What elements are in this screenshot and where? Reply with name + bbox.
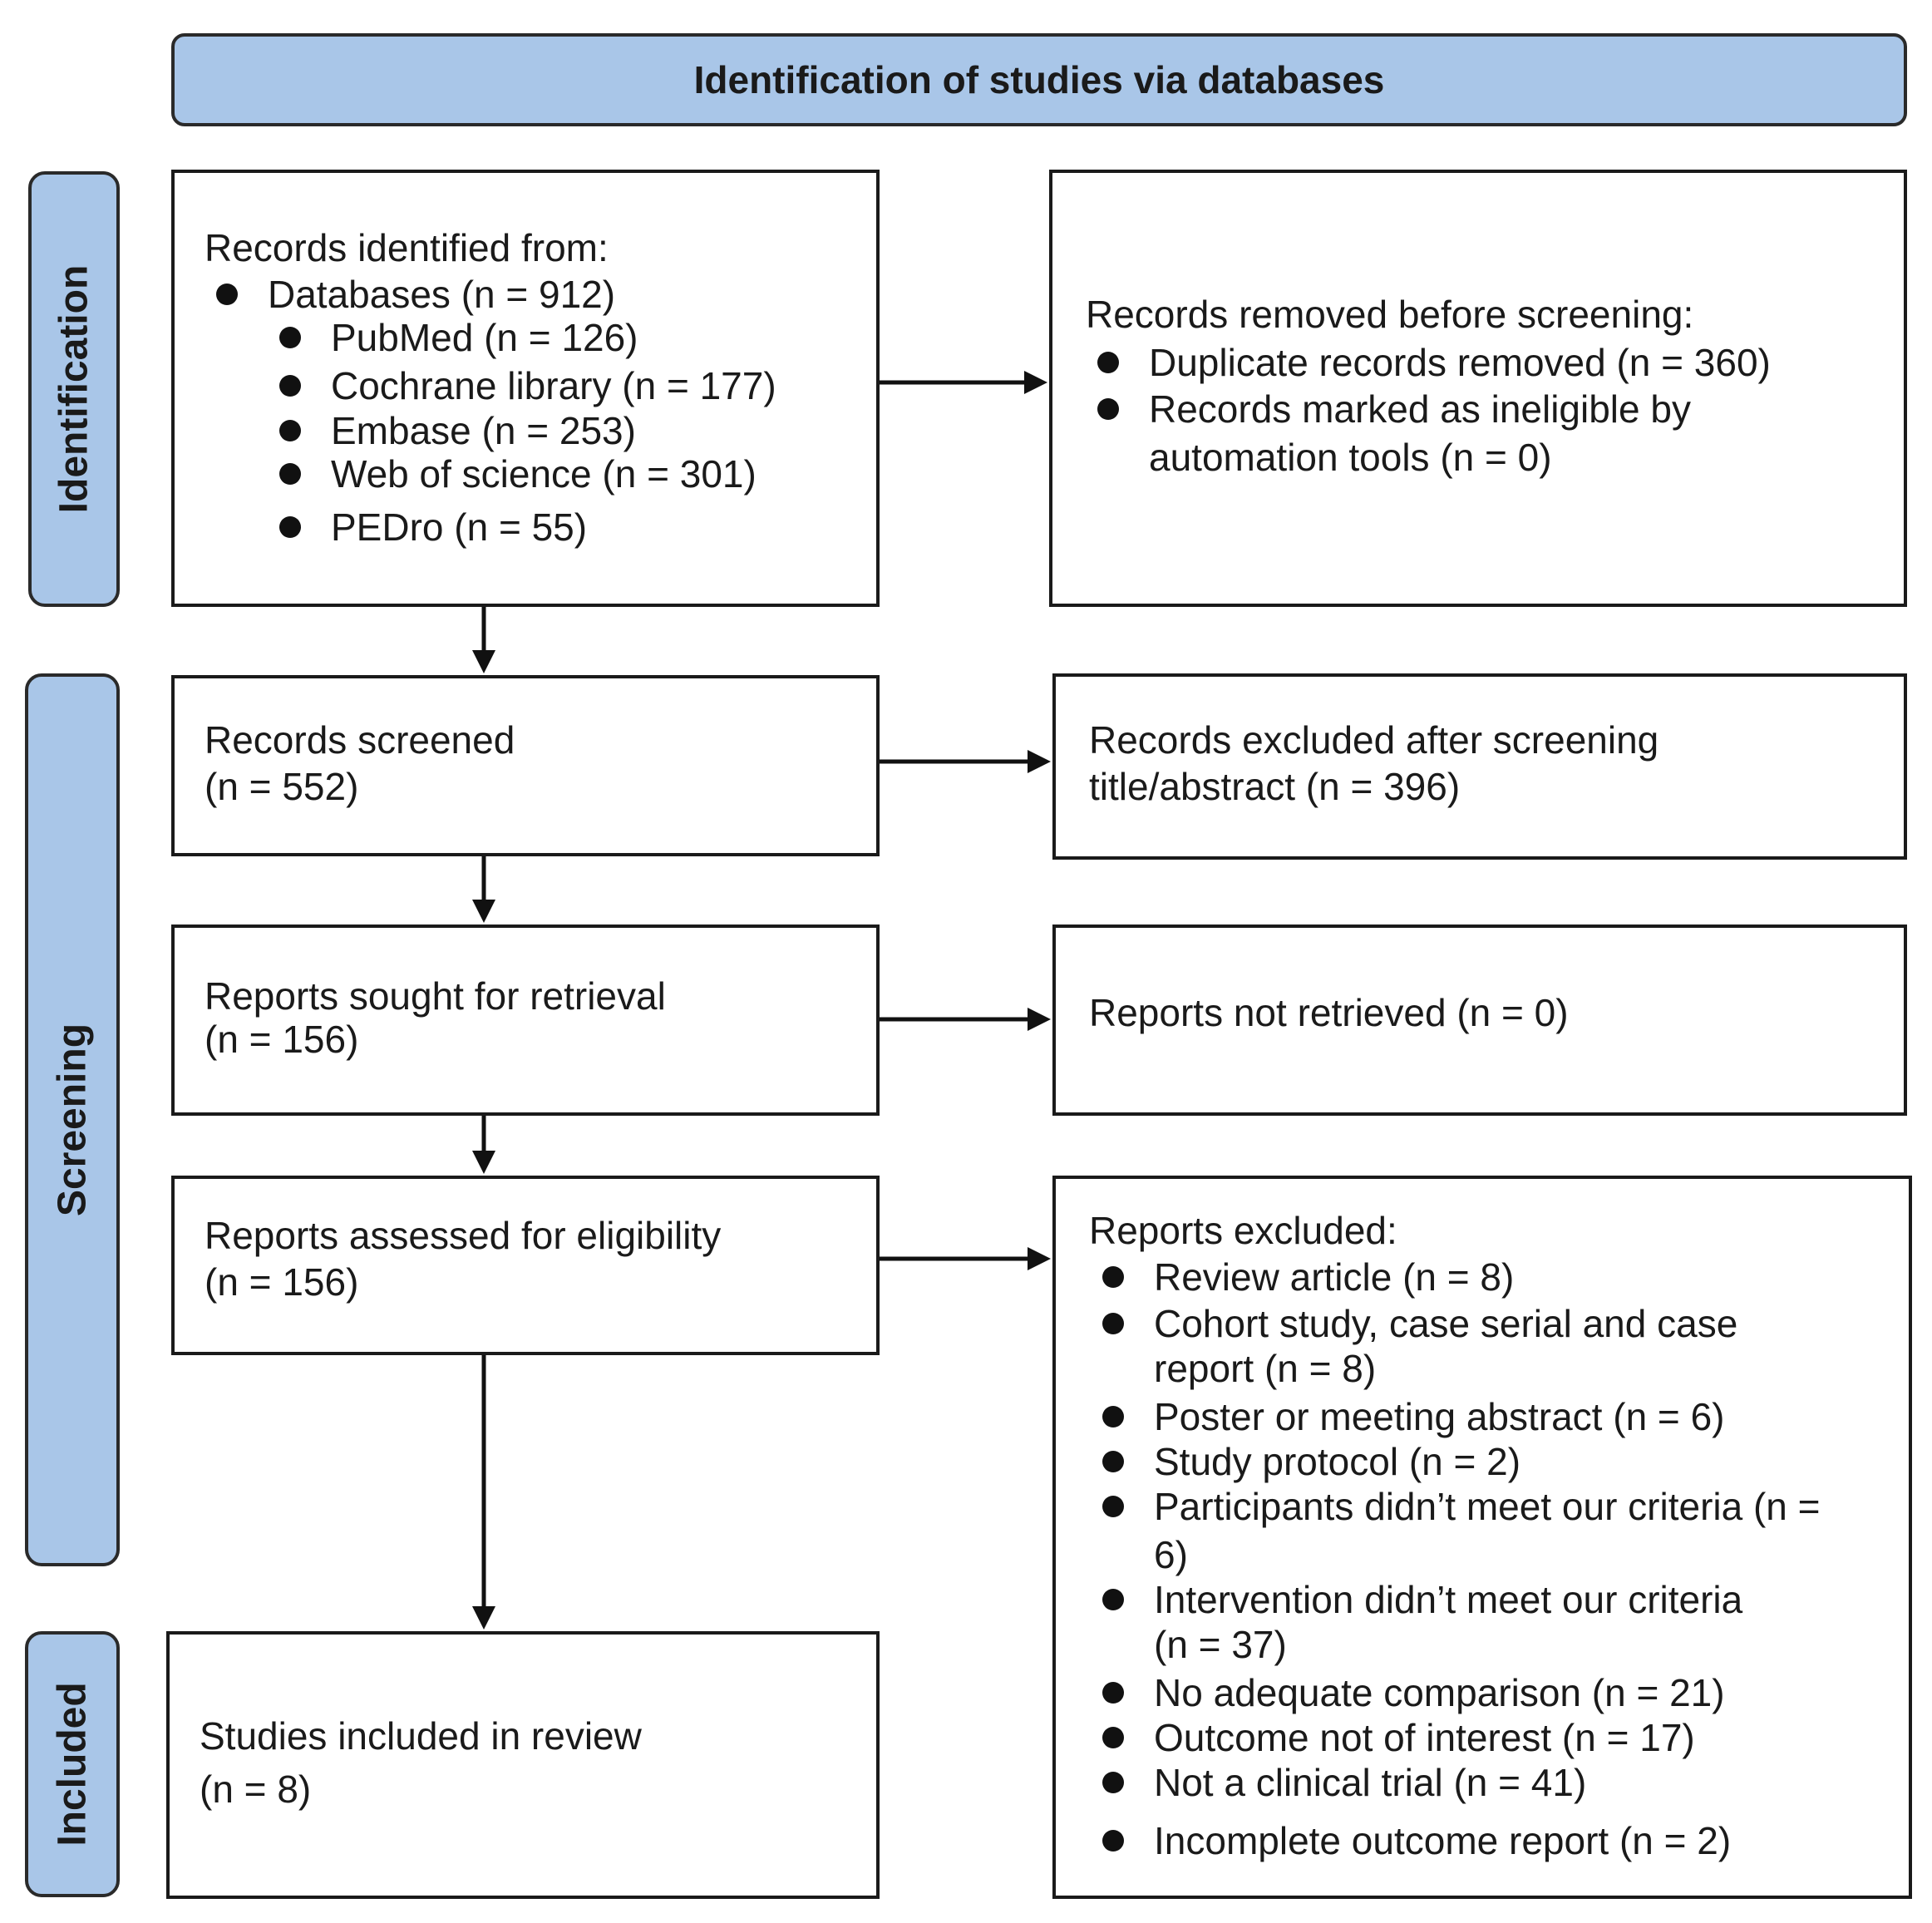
records-screened-box — [171, 675, 880, 856]
studies-included-box — [166, 1631, 880, 1899]
excluded-item-poster: Poster or meeting abstract (n = 6) — [1102, 1395, 1725, 1438]
studies-included-label: Studies included in review — [200, 1714, 642, 1758]
records-removed-heading: Records removed before screening: — [1086, 293, 1694, 336]
arrowhead-down-2 — [472, 900, 495, 923]
source-item-web-of-science: Web of science (n = 301) — [279, 452, 757, 496]
excluded-item-protocol: Study protocol (n = 2) — [1102, 1440, 1521, 1483]
arrowhead-down-1 — [472, 650, 495, 673]
excluded-item-intervention-cont: (n = 37) — [1154, 1623, 1287, 1666]
reports-sought-count: (n = 156) — [205, 1018, 359, 1061]
reports-not-retrieved-label: Reports not retrieved (n = 0) — [1089, 991, 1569, 1034]
databases-item: Databases (n = 912) — [215, 273, 616, 316]
records-excluded-box — [1052, 673, 1907, 860]
arrowhead-down-4 — [472, 1606, 495, 1630]
source-item-embase: Embase (n = 253) — [279, 409, 636, 452]
excluded-item-review: Review article (n = 8) — [1102, 1255, 1515, 1299]
phase-screening: Screening — [25, 673, 120, 1566]
source-item-cochrane: Cochrane library (n = 177) — [279, 364, 776, 407]
reports-assessed-count: (n = 156) — [205, 1260, 359, 1304]
header-title: Identification of studies via databases — [693, 58, 1385, 101]
records-excluded-count: title/abstract (n = 396) — [1089, 765, 1461, 808]
header-bar: Identification of studies via databases — [171, 33, 1907, 126]
reports-assessed-label: Reports assessed for eligibility — [205, 1214, 722, 1257]
studies-included-count: (n = 8) — [200, 1768, 312, 1811]
excluded-item-comparison: No adequate comparison (n = 21) — [1102, 1671, 1725, 1714]
source-item-pedro: PEDro (n = 55) — [278, 505, 588, 549]
excluded-item-outcome: Outcome not of interest (n = 17) — [1102, 1716, 1695, 1759]
arrowhead-right-1 — [1024, 371, 1047, 394]
records-removed-box — [1049, 170, 1907, 607]
arrowhead-down-3 — [472, 1151, 495, 1174]
reports-excluded-heading: Reports excluded: — [1089, 1209, 1397, 1252]
reports-sought-box — [171, 925, 880, 1116]
records-excluded-label: Records excluded after screening — [1089, 718, 1659, 762]
arrowhead-right-2 — [1028, 750, 1051, 773]
excluded-item-not-clinical: Not a clinical trial (n = 41) — [1102, 1761, 1587, 1804]
records-identified-heading: Records identified from: — [205, 226, 609, 269]
arrowhead-right-4 — [1028, 1247, 1051, 1270]
phase-included: Included — [25, 1631, 120, 1897]
excluded-item-intervention: Intervention didn’t meet our criteria — [1102, 1578, 1743, 1621]
excluded-item-incomplete: Incomplete outcome report (n = 2) — [1102, 1819, 1732, 1862]
removed-item-ineligible: Records marked as ineligible by — [1097, 387, 1691, 431]
excluded-item-participants-cont: 6) — [1154, 1533, 1188, 1576]
excluded-item-cohort: Cohort study, case serial and case — [1102, 1302, 1738, 1345]
reports-excluded-box — [1052, 1176, 1912, 1899]
phase-identification: Identification — [28, 171, 120, 607]
records-screened-count: (n = 552) — [205, 765, 359, 808]
source-item-pubmed: PubMed (n = 126) — [279, 316, 638, 359]
reports-sought-label: Reports sought for retrieval — [205, 974, 666, 1018]
reports-not-retrieved-box — [1052, 925, 1907, 1116]
records-screened-label: Records screened — [205, 718, 515, 762]
removed-item-duplicates: Duplicate records removed (n = 360) — [1097, 341, 1771, 384]
removed-item-ineligible-cont: automation tools (n = 0) — [1149, 436, 1552, 479]
reports-assessed-box — [171, 1176, 880, 1355]
excluded-item-cohort-cont: report (n = 8) — [1154, 1347, 1377, 1390]
arrowhead-right-3 — [1028, 1008, 1051, 1031]
excluded-item-participants: Participants didn’t meet our criteria (n… — [1102, 1485, 1821, 1528]
